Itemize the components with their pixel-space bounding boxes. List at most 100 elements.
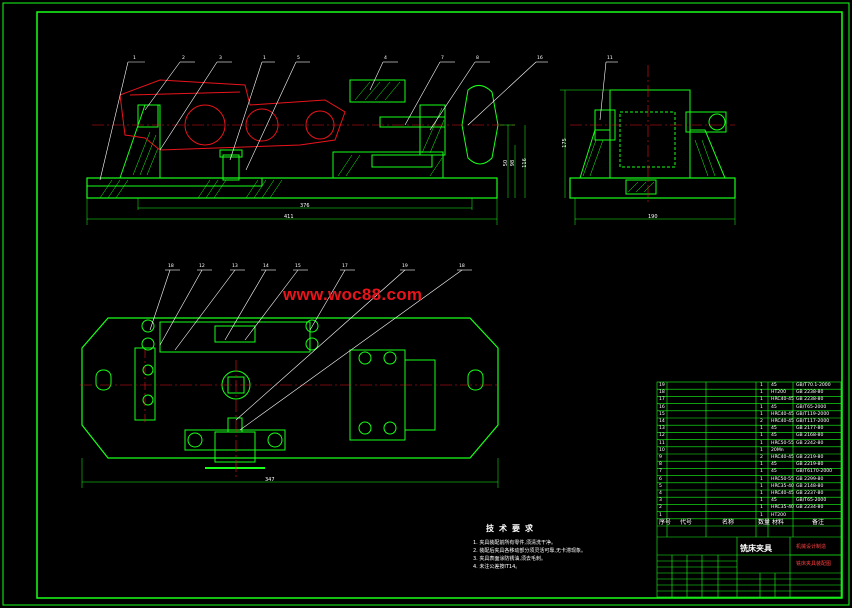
bom-qty: 1 (760, 512, 763, 518)
bom-material: HRC50-55 (771, 476, 794, 482)
bom-standard: GB 2299-80 (796, 476, 824, 482)
part-balloon: 18 (168, 264, 174, 269)
part-balloon: 16 (537, 56, 543, 61)
side-view (560, 61, 736, 225)
header-material: 材料 (772, 519, 785, 526)
tech-requirement-line: 4. 未注公差按IT14。 (473, 564, 521, 570)
bom-standard: GB/T119-2000 (796, 411, 830, 417)
watermark-text: www.woc88.com (283, 285, 423, 304)
plan-view (80, 269, 500, 488)
tech-requirements-title: 技术要求 (486, 524, 538, 533)
part-balloon: 7 (441, 56, 444, 61)
bom-qty: 1 (760, 426, 763, 432)
dimension-label: 50 (503, 159, 510, 167)
bom-material: HRC50-55 (771, 440, 794, 446)
drawing-subtitle: 铣床夹具装配图 (796, 561, 832, 567)
bom-material: 45 (771, 462, 777, 468)
bom-qty: 1 (760, 440, 763, 446)
part-balloon: 14 (263, 264, 269, 269)
dimension-label: 190 (648, 214, 658, 220)
part-balloon: 1 (263, 56, 266, 61)
bom-standard: GB 2168-80 (796, 433, 824, 439)
part-balloon: 19 (402, 264, 408, 269)
bom-material: 20Mn (771, 447, 784, 453)
bom-part-no: 18 (659, 390, 665, 396)
bom-standard: GB/T117-2000 (796, 419, 830, 424)
title-block-grid (656, 381, 842, 598)
tech-requirement-line: 2. 装配后夹具各移动部分须灵活可靠,无卡滞现象。 (473, 548, 586, 554)
bom-standard: GB 2237-80 (796, 491, 824, 496)
bom-material: HRC40-45 (771, 491, 794, 496)
bom-qty: 1 (760, 447, 763, 453)
bom-qty: 1 (760, 383, 763, 388)
bom-standard: GB 2238-80 (796, 390, 824, 396)
bom-part-no: 6 (659, 476, 662, 482)
dimension-label: 116 (521, 158, 528, 168)
bom-part-no: 19 (659, 383, 665, 388)
part-balloon: 4 (384, 56, 387, 61)
bom-part-no: 7 (659, 469, 662, 475)
bom-part-no: 8 (659, 462, 662, 468)
header-code: 代号 (680, 519, 693, 526)
bom-material: HRC40-45 (771, 397, 794, 403)
bom-qty: 1 (760, 433, 763, 439)
bom-part-no: 16 (659, 404, 665, 410)
bom-qty: 1 (760, 404, 763, 410)
bom-material: HRC40-45 (771, 419, 794, 424)
bom-material: HT200 (771, 390, 787, 396)
school-label: 机械设计制造 (796, 544, 827, 550)
bom-material: 45 (771, 426, 777, 432)
bom-qty: 1 (760, 462, 763, 468)
bom-standard: GB 2242-80 (796, 440, 824, 446)
bom-standard: GB 2177-80 (796, 426, 824, 432)
bom-standard: GB/T65-2000 (796, 404, 827, 410)
part-balloon: 17 (342, 264, 348, 269)
part-balloon: 8 (476, 56, 479, 61)
header-remark: 备注 (812, 519, 825, 526)
bom-material: 45 (771, 433, 777, 439)
bom-part-no: 17 (659, 397, 665, 403)
bom-material: HRC40-45 (771, 411, 794, 417)
part-balloon: 15 (295, 264, 301, 269)
bom-material: HT200 (771, 512, 787, 518)
bom-standard: GB 2219-80 (796, 462, 824, 468)
bom-part-no: 13 (659, 426, 665, 432)
bom-qty: 1 (760, 390, 763, 396)
tech-requirement-line: 1. 夹具装配前所有零件,须清洗干净。 (473, 540, 556, 546)
workpiece-outline (119, 79, 346, 151)
bom-standard: GB 2234-80 (796, 505, 824, 511)
bom-material: HRC35-40 (771, 505, 794, 511)
bom-standard: GB/T6170-2000 (796, 469, 833, 475)
bom-standard: GB/T65-2000 (796, 498, 827, 504)
bom-part-no: 3 (659, 498, 662, 504)
part-balloon: 18 (459, 264, 465, 269)
tech-requirement-line: 3. 夹具表面涂防锈油,须去毛刺。 (473, 556, 546, 562)
header-qty: 数量 (758, 519, 771, 526)
bom-qty: 1 (760, 411, 763, 417)
bom-material: 45 (771, 404, 777, 410)
bom-part-no: 5 (659, 483, 662, 489)
part-balloon: 11 (607, 56, 613, 61)
bom-part-no: 15 (659, 411, 665, 417)
bom-standard: GB 2148-80 (796, 483, 824, 489)
bom-qty: 1 (760, 483, 763, 489)
bom-part-no: 1 (659, 512, 662, 518)
bom-part-no: 12 (659, 433, 665, 439)
part-balloon: 12 (199, 264, 205, 269)
part-balloon: 5 (297, 56, 300, 61)
front-view (86, 61, 548, 225)
bom-material: HRC35-40 (771, 483, 794, 489)
bom-standard: GB 2238-80 (796, 397, 824, 403)
bom-part-no: 10 (659, 447, 665, 453)
inner-border (36, 11, 843, 599)
header-no: 序号 (659, 519, 672, 526)
bom-qty: 1 (760, 498, 763, 504)
bom-part-no: 4 (659, 491, 662, 496)
dimension-label: 98 (510, 159, 517, 167)
header-name: 名称 (722, 519, 735, 526)
bom-qty: 1 (760, 476, 763, 482)
part-balloon: 1 (133, 56, 136, 61)
bom-part-no: 9 (659, 455, 662, 460)
